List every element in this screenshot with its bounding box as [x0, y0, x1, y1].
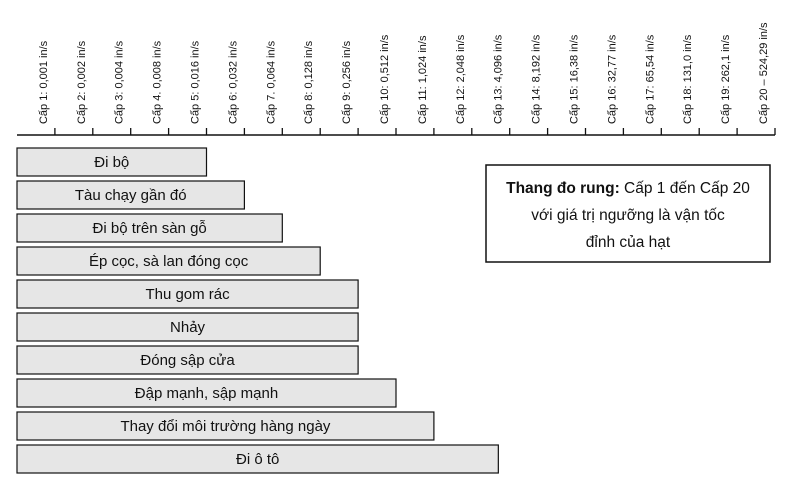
x-tick-label: Cấp 10: 0,512 in/s — [379, 34, 391, 124]
x-tick-label: Cấp 12: 2,048 in/s — [455, 34, 467, 124]
x-tick-label: Cấp 15: 16,38 in/s — [569, 34, 581, 124]
bar — [16, 180, 245, 210]
x-tick-label: Cấp 16: 32,77 in/s — [606, 34, 618, 124]
annotation-line-3: đỉnh của hạt — [586, 234, 671, 251]
x-tick-label: Cấp 6: 0,032 in/s — [227, 40, 239, 124]
x-tick-label: Cấp 5: 0,016 in/s — [190, 40, 202, 124]
bar — [16, 312, 359, 342]
bar-label: Tàu chạy gần đó — [75, 187, 187, 204]
x-tick-label: Cấp 1: 0,001 in/s — [38, 40, 50, 124]
x-axis: Cấp 1: 0,001 in/s Cấp 2: 0,002 in/s Cấp 3:… — [17, 22, 776, 136]
bar — [16, 378, 397, 408]
x-tick-label: Cấp 9: 0,256 in/s — [341, 40, 353, 124]
x-tick-label: Cấp 8: 0,128 in/s — [303, 40, 315, 124]
bar-label: Đi bộ — [94, 154, 129, 171]
x-tick-label: Cấp 13: 4,096 in/s — [493, 34, 505, 124]
annotation-bold: Thang đo rung: — [506, 180, 620, 197]
bar-label: Nhảy — [170, 319, 206, 336]
x-tick-label: Cấp 17: 65,54 in/s — [644, 34, 656, 124]
bar — [16, 345, 359, 375]
bar — [16, 147, 208, 177]
bar — [16, 213, 283, 243]
bar-label: Đi ô tô — [236, 451, 279, 468]
annotation-line-1: Thang đo rung: Cấp 1 đến Cấp 20 — [506, 180, 750, 197]
annotation-line-2: với giá trị ngưỡng là vận tốc — [531, 207, 725, 224]
annotation-line-1-rest: Cấp 1 đến Cấp 20 — [620, 180, 751, 197]
x-tick-label: Cấp 3: 0,004 in/s — [114, 40, 126, 124]
bar-label: Đóng sập cửa — [140, 352, 235, 369]
x-tick-label: Cấp 2: 0,002 in/s — [76, 40, 88, 124]
annotation-box: Thang đo rung: Cấp 1 đến Cấp 20 với giá … — [485, 164, 771, 263]
bar-label: Thay đổi môi trường hàng ngày — [120, 418, 330, 435]
annotation-frame — [485, 164, 771, 263]
bar-label: Thu gom rác — [145, 286, 230, 303]
bar-label: Đập mạnh, sập mạnh — [135, 385, 278, 402]
bar — [16, 444, 499, 474]
bar — [16, 411, 435, 441]
x-tick-label: Cấp 14: 8,192 in/s — [531, 34, 543, 124]
x-tick-label: Cấp 4. 0,008 in/s — [152, 40, 164, 124]
x-tick-label: Cấp 11: 1,024 in/s — [417, 35, 429, 124]
x-tick-label: Cấp 7. 0,064 in/s — [265, 40, 277, 124]
x-tick-label: Cấp 20 – 524,29 in/s — [758, 22, 770, 124]
bar-label: Đi bộ trên sàn gỗ — [93, 220, 207, 237]
bars: Đi bộ Tàu chạy gần đó Đi bộ trên sàn gỗ Ép … — [16, 147, 499, 474]
bar — [16, 279, 359, 309]
bar-label: Ép cọc, sà lan đóng cọc — [89, 253, 249, 270]
x-tick-label: Cấp 19: 262,1 in/s — [720, 34, 732, 124]
x-tick-label: Cấp 18: 131,0 in/s — [682, 34, 694, 124]
bar — [16, 246, 321, 276]
